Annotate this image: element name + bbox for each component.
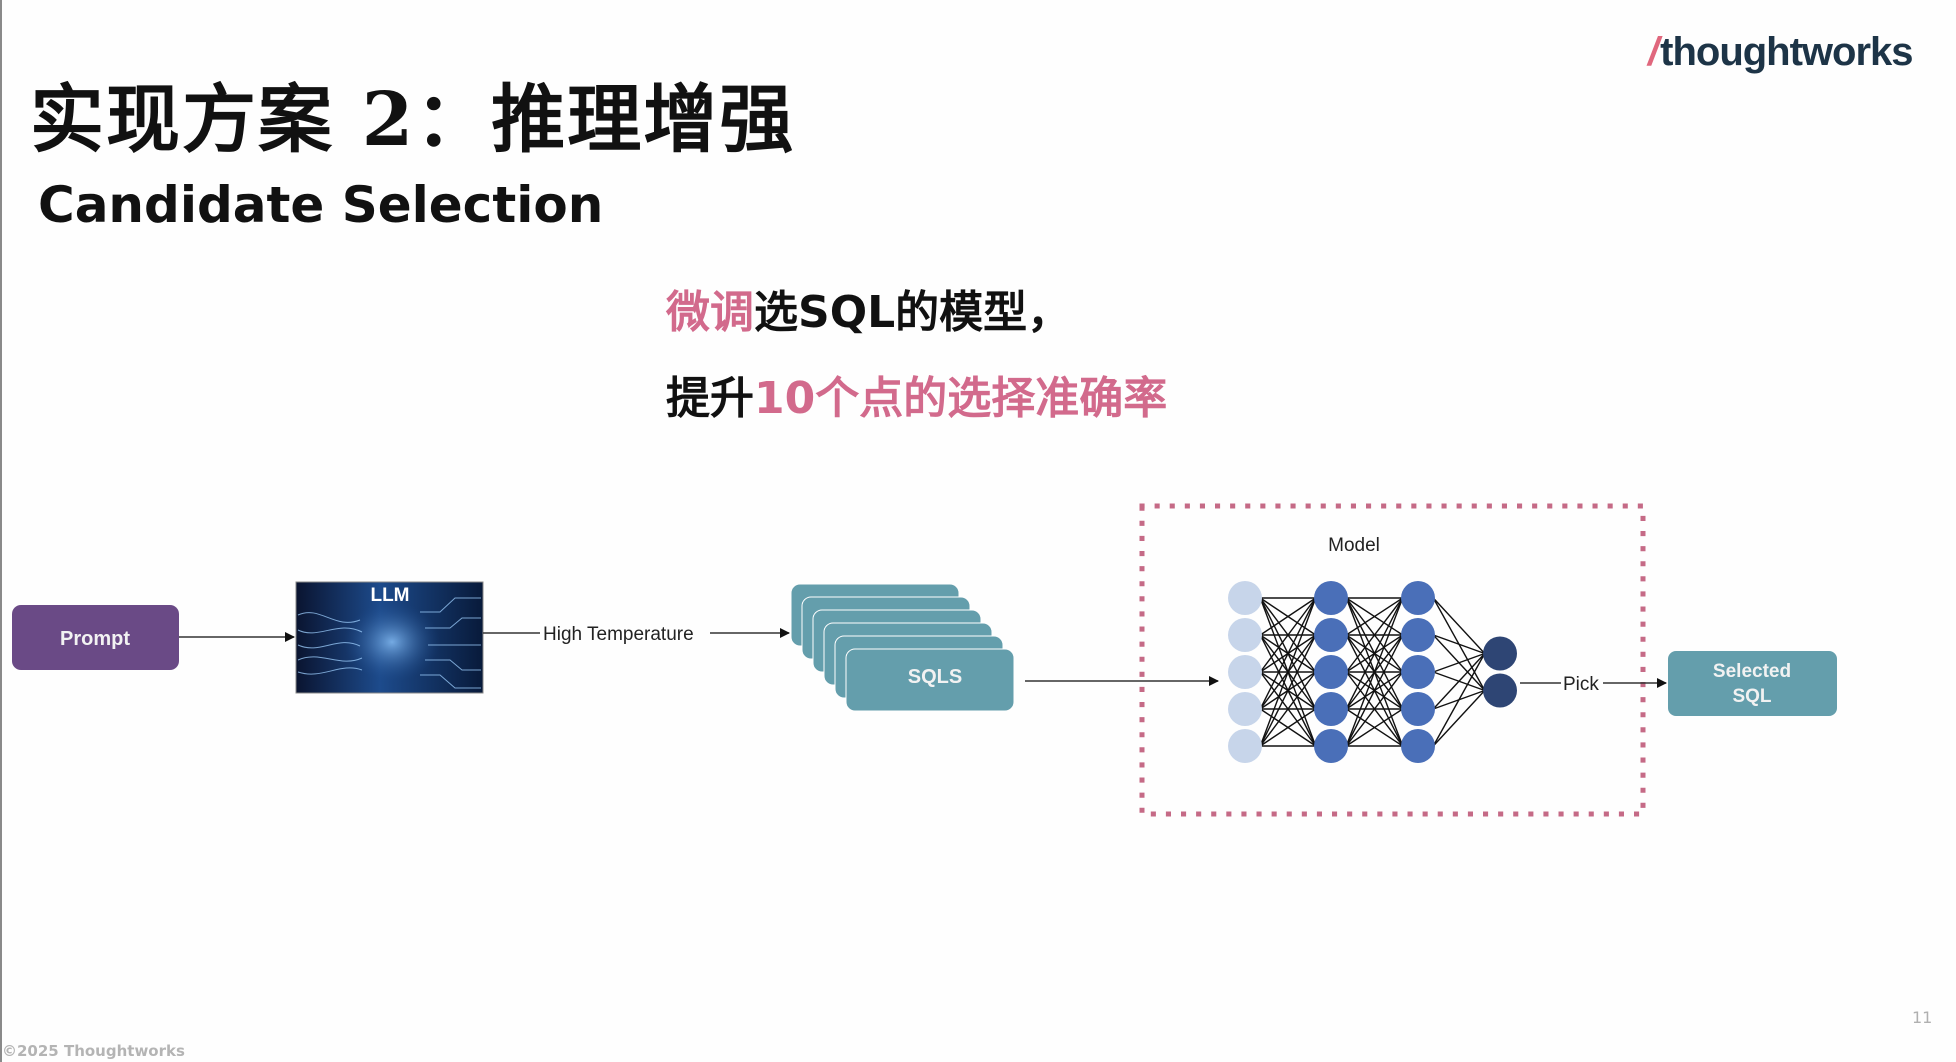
llm-node: LLM xyxy=(295,581,484,694)
brain-icon xyxy=(344,602,440,682)
slide-subtitle: Candidate Selection xyxy=(38,176,604,234)
pick-label-bg xyxy=(1561,670,1603,696)
nn-hidden-node xyxy=(1314,655,1348,689)
sql-card xyxy=(845,648,1015,712)
nn-connection xyxy=(1345,597,1404,710)
nn-connection xyxy=(1259,671,1317,747)
highlight-line-2: 提升10个点的选择准确率 xyxy=(666,362,1167,426)
nn-hidden-node xyxy=(1401,655,1435,689)
nn-connection xyxy=(1345,708,1404,747)
nn-hidden-node xyxy=(1401,618,1435,652)
nn-connection xyxy=(1432,653,1486,710)
highlight-line-2-dark: 提升 xyxy=(666,373,754,424)
circuit-lines-icon xyxy=(297,597,481,689)
nn-hidden-node xyxy=(1401,581,1435,615)
highlight-line-2-pink: 10个点的选择准确率 xyxy=(754,373,1168,424)
sqls-node: SQLS xyxy=(790,583,1015,712)
nn-connection xyxy=(1432,690,1486,747)
nn-connection xyxy=(1433,652,1485,673)
nn-connection xyxy=(1259,708,1317,747)
slide-left-edge xyxy=(0,0,2,1062)
nn-hidden-node xyxy=(1314,618,1348,652)
nn-connection xyxy=(1259,634,1317,747)
model-label: Model xyxy=(1328,535,1380,556)
prompt-node: Prompt xyxy=(12,605,179,670)
nn-connection xyxy=(1345,671,1404,747)
nn-connection xyxy=(1259,597,1317,673)
selected-sql-node: Selected SQL xyxy=(1668,651,1837,716)
nn-connection xyxy=(1432,653,1486,747)
highlight-line-1-pink: 微调 xyxy=(666,287,754,338)
nn-connection xyxy=(1345,597,1404,673)
nn-hidden-node xyxy=(1314,692,1348,726)
high-temperature-label: High Temperature xyxy=(543,624,694,645)
nn-hidden-node xyxy=(1401,729,1435,763)
highlight-line-1: 微调选SQL的模型， xyxy=(666,276,1071,340)
nn-hidden-node xyxy=(1314,581,1348,615)
nn-connection xyxy=(1259,597,1317,747)
slide-title: 实现方案 2：推理增强 xyxy=(30,77,796,163)
llm-label: LLM xyxy=(370,585,409,606)
nn-input-node xyxy=(1228,692,1262,726)
nn-connection xyxy=(1259,597,1317,710)
nn-connection xyxy=(1432,597,1486,654)
page-number: 11 xyxy=(1912,1008,1933,1027)
nn-connection xyxy=(1345,634,1404,747)
nn-input-node xyxy=(1228,581,1262,615)
selected-sql-label-line1: Selected xyxy=(1713,661,1791,682)
nn-connection xyxy=(1433,634,1485,655)
selected-sql-box xyxy=(1668,651,1837,716)
nn-output-node xyxy=(1483,673,1517,708)
thoughtworks-logo: /thoughtworks xyxy=(1648,30,1914,75)
logo-slash: / xyxy=(1648,30,1659,74)
prompt-label: Prompt xyxy=(60,628,130,650)
nn-input-node xyxy=(1228,655,1262,689)
nn-connection xyxy=(1345,597,1404,747)
nn-hidden-node xyxy=(1401,692,1435,726)
neural-net-nodes xyxy=(1228,581,1517,763)
model-container xyxy=(1139,503,1646,817)
selected-sql-label-line2: SQL xyxy=(1732,686,1771,707)
sqls-label: SQLS xyxy=(908,666,962,688)
nn-connection xyxy=(1259,597,1317,636)
logo-text: thoughtworks xyxy=(1660,30,1913,74)
pick-label: Pick xyxy=(1563,674,1599,695)
edge-label-bg xyxy=(540,620,710,646)
highlight-line-1-dark: 选SQL的模型， xyxy=(754,287,1072,338)
footer-copyright: ©2025 Thoughtworks xyxy=(2,1042,185,1060)
nn-hidden-node xyxy=(1314,729,1348,763)
prompt-box xyxy=(12,605,179,670)
nn-input-node xyxy=(1228,729,1262,763)
neural-net-connections xyxy=(1259,597,1486,747)
nn-input-node xyxy=(1228,618,1262,652)
nn-connection xyxy=(1345,597,1404,636)
nn-output-node xyxy=(1483,636,1517,671)
